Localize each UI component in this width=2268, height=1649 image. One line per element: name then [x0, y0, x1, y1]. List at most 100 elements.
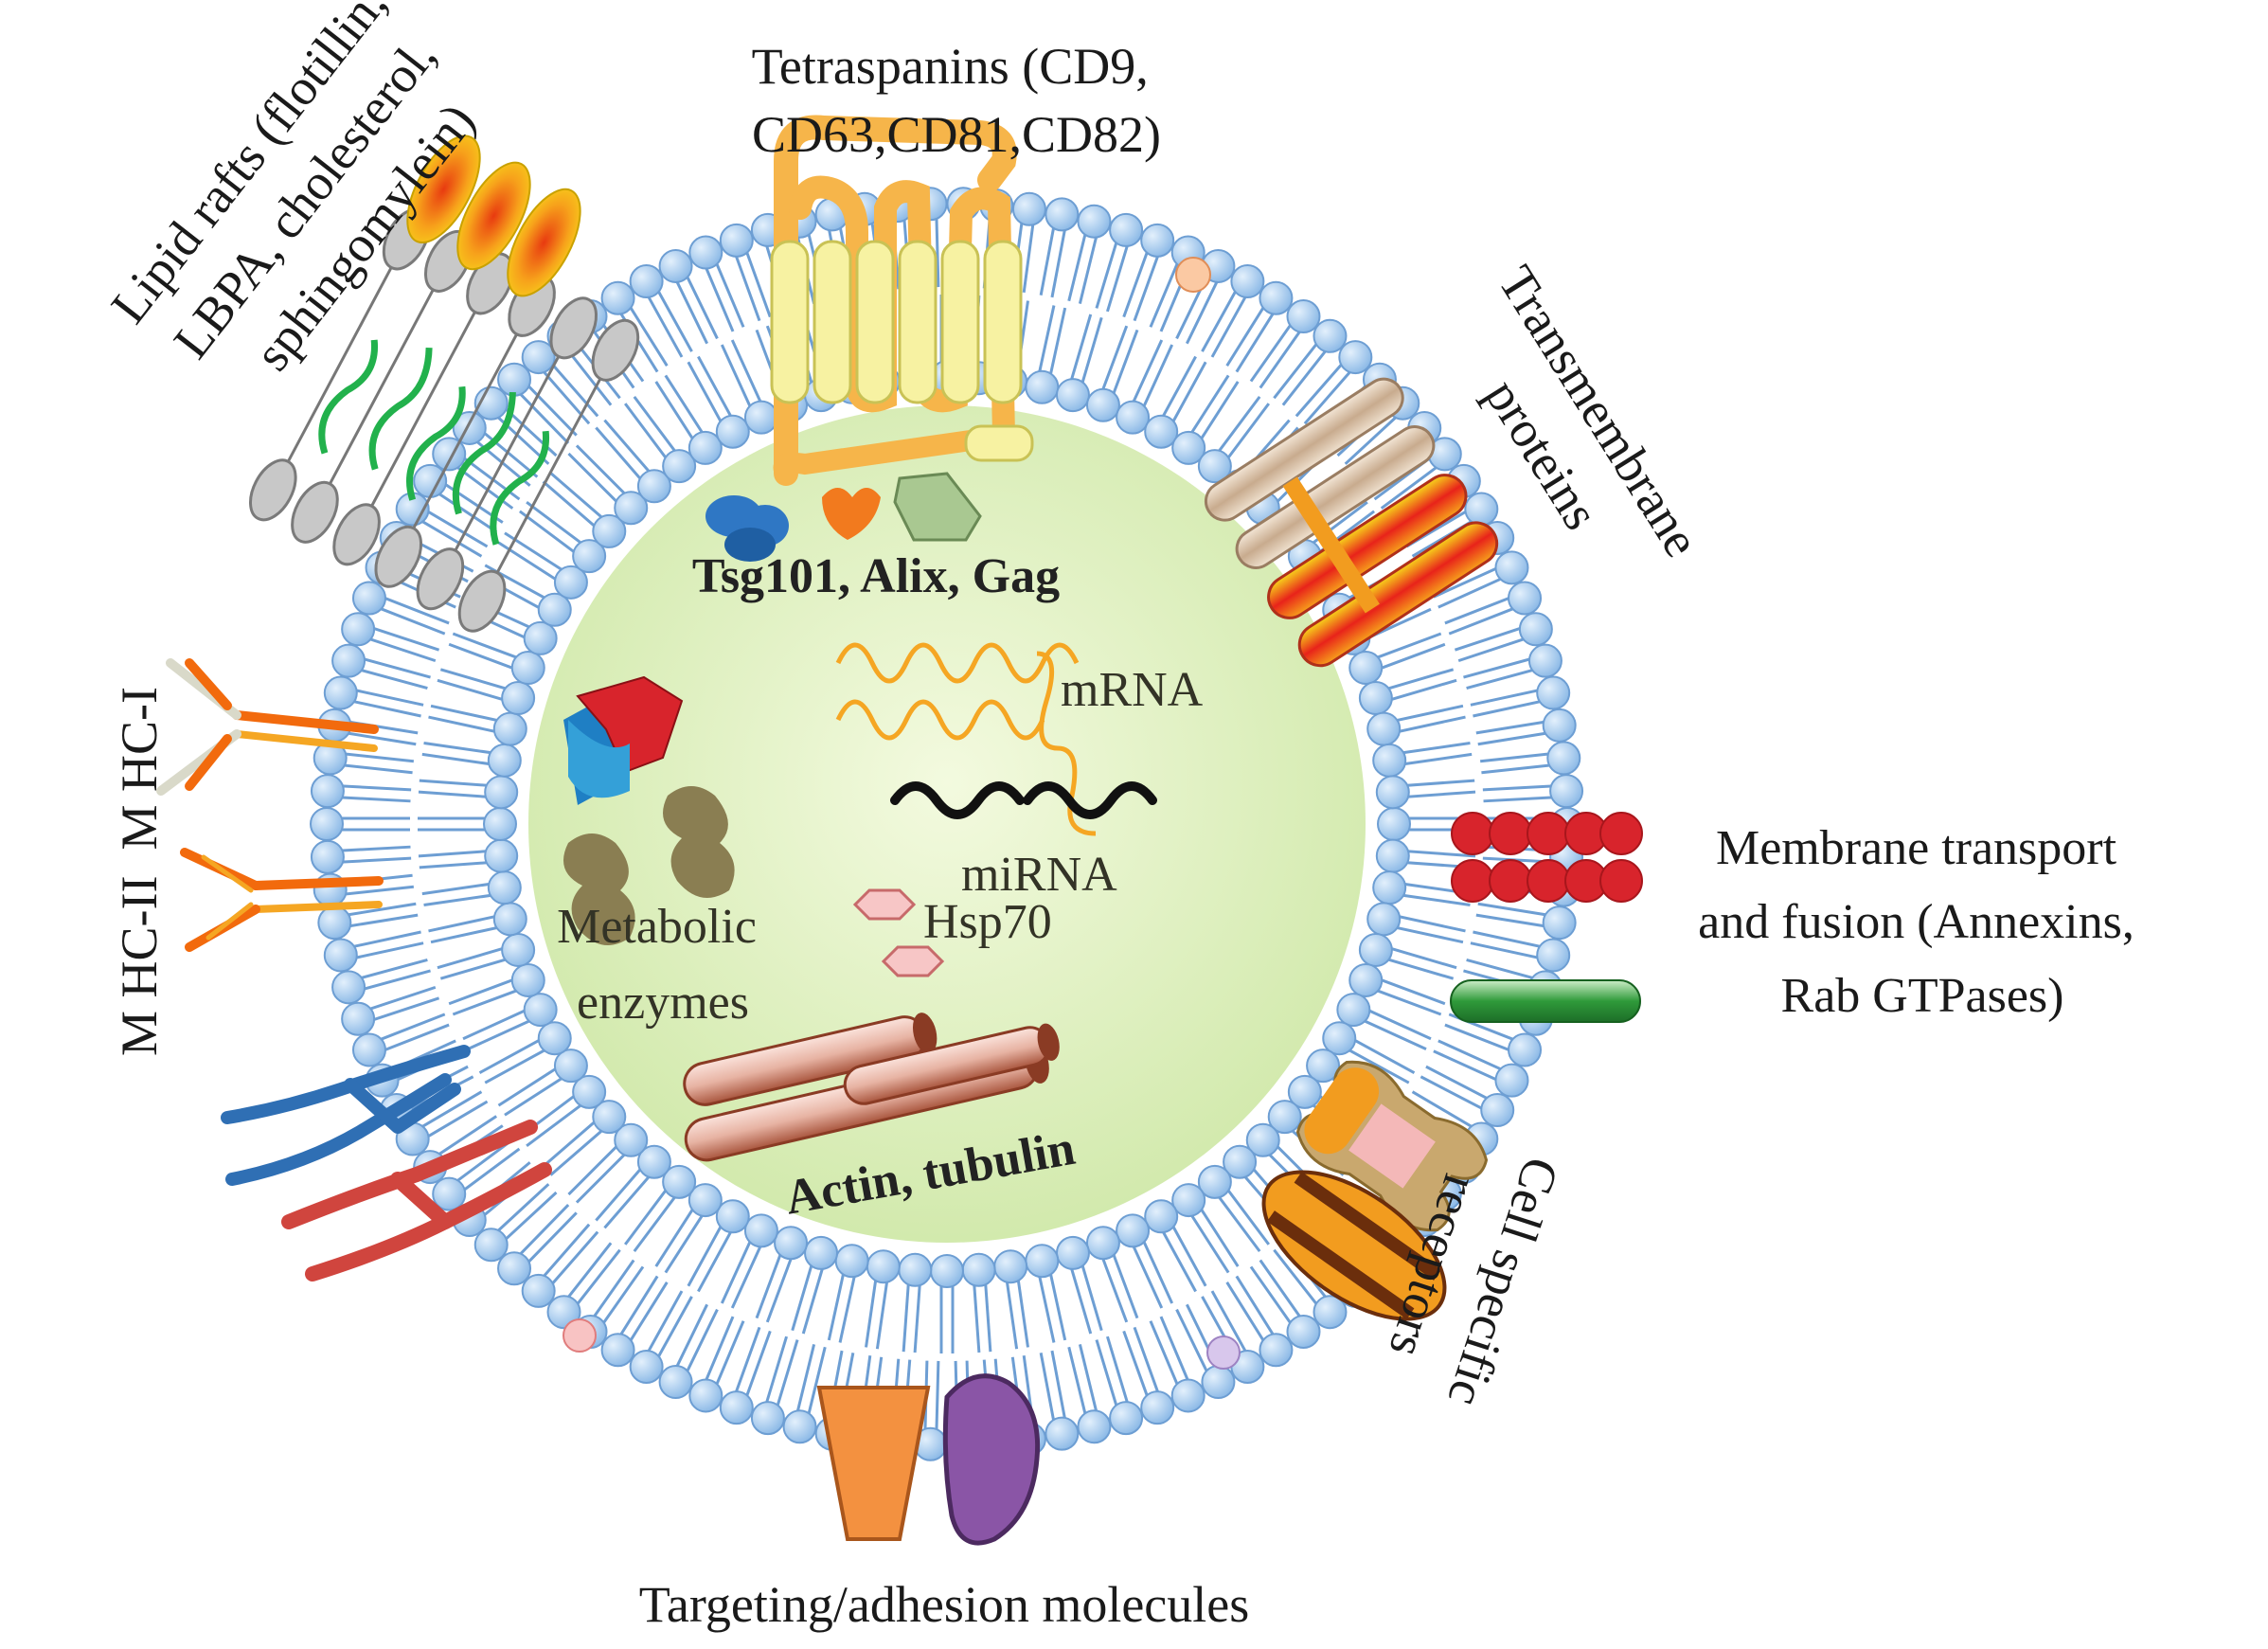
inner-lipid-head [961, 1252, 996, 1287]
outer-lipid-head [310, 807, 344, 841]
membrane-transport-label: Membrane transport and fusion (Annexins,… [1698, 821, 2147, 1023]
membrane-dot-pink [563, 1318, 597, 1353]
inner-lipid-head [510, 962, 545, 997]
outer-lipid-head [629, 1349, 664, 1384]
hsp70-protein [852, 888, 917, 921]
outer-lipid-head [1527, 643, 1563, 678]
inner-lipid-head [510, 651, 545, 686]
inner-lipid-head [1144, 1199, 1179, 1234]
targeting-molecule-orange [816, 1386, 931, 1541]
outer-lipid-head [1011, 191, 1046, 226]
inner-lipid-head [662, 449, 697, 484]
inner-lipid-head [523, 993, 558, 1028]
inner-lipid-head [1375, 838, 1410, 873]
inner-lipid-head [1025, 1244, 1060, 1279]
outer-lipid-head [1259, 280, 1294, 315]
inner-lipid-head [1348, 962, 1384, 997]
mirna-label: miRNA [961, 848, 1117, 902]
outer-lipid-head [600, 1333, 635, 1368]
outer-lipid-head [688, 1378, 723, 1413]
inner-lipid-head [636, 1144, 671, 1179]
inner-lipid-head [492, 711, 527, 746]
outer-lipid-head [1542, 708, 1577, 743]
outer-lipid-head [432, 1176, 467, 1211]
inner-lipid-head [1375, 775, 1410, 810]
outer-lipid-head [1546, 741, 1581, 776]
inner-lipid-head [1267, 1100, 1302, 1135]
outer-lipid-head [1508, 1032, 1543, 1067]
inner-lipid-head [1197, 449, 1232, 484]
inner-lipid-head [1377, 807, 1411, 841]
blue-ribbon-protein [221, 1045, 471, 1186]
tetraspanin-protein [770, 115, 1034, 486]
outer-lipid-head [331, 643, 366, 678]
inner-lipid-head [688, 1183, 723, 1218]
targeting-molecule-purple [942, 1373, 1041, 1546]
inner-lipid-head [1245, 1122, 1280, 1157]
inner-lipid-head [1322, 1021, 1357, 1056]
inner-lipid-head [501, 932, 536, 967]
annexin-beads [1451, 812, 1643, 903]
inner-lipid-head [1372, 870, 1407, 905]
inner-lipid-head [1116, 1213, 1151, 1248]
inner-lipid-head [1144, 414, 1179, 449]
outer-lipid-head [1201, 1365, 1236, 1400]
outer-lipid-head [521, 340, 556, 375]
inner-lipid-head [1372, 743, 1407, 778]
inner-lipid-head [501, 681, 536, 716]
outer-lipid-head [351, 1032, 386, 1067]
mhc-i-molecule [156, 658, 379, 796]
targeting-label: Targeting/adhesion molecules [639, 1576, 1250, 1633]
inner-lipid-head [743, 1213, 778, 1248]
metabolic-enzyme-brown [563, 786, 735, 945]
tsg101-protein [705, 495, 789, 562]
inner-lipid-head [688, 430, 723, 465]
inner-lipid-head [614, 1122, 649, 1157]
outer-lipid-head [323, 675, 358, 710]
outer-lipid-head [1494, 550, 1529, 585]
outer-lipid-head [688, 235, 723, 270]
inner-lipid-head [572, 1074, 607, 1109]
inner-lipid-head [553, 565, 588, 600]
inner-lipid-head [715, 414, 750, 449]
outer-lipid-head [1286, 1314, 1321, 1349]
inner-lipid-head [715, 1199, 750, 1234]
red-ribbon-protein [281, 1120, 552, 1282]
inner-lipid-head [1358, 681, 1393, 716]
inner-lipid-head [553, 1049, 588, 1084]
inner-lipid-head [662, 1164, 697, 1199]
outer-lipid-head [782, 1409, 817, 1444]
inner-lipid-head [537, 592, 572, 627]
outer-lipid-head [629, 264, 664, 299]
gag-protein [893, 472, 982, 542]
inner-lipid-head [804, 1235, 839, 1270]
mhc-ii-molecule [180, 848, 384, 952]
inner-lipid-head [592, 1100, 627, 1135]
inner-lipid-head [592, 513, 627, 548]
inner-lipid-head [898, 1252, 933, 1287]
inner-lipid-head [1197, 1164, 1232, 1199]
mrna-label: mRNA [1061, 663, 1204, 717]
mirna-strand [890, 781, 1157, 819]
inner-lipid-head [1366, 711, 1402, 746]
outer-lipid-head [1170, 1378, 1205, 1413]
transmembrane-protein [1204, 377, 1499, 668]
inner-lipid-head [1116, 400, 1151, 435]
inner-lipid-head [1171, 430, 1206, 465]
outer-lipid-head [658, 248, 693, 283]
inner-lipid-head [492, 902, 527, 937]
actin-tubulin-tubes [683, 1013, 1060, 1162]
outer-lipid-head [1480, 1093, 1515, 1128]
inner-lipid-head [930, 1254, 964, 1288]
outer-lipid-head [497, 362, 532, 397]
membrane-dot-orange [1175, 257, 1211, 293]
inner-lipid-head [614, 491, 649, 526]
inner-lipid-head [774, 1226, 809, 1261]
outer-lipid-head [1508, 581, 1543, 616]
outer-lipid-head [1518, 612, 1553, 647]
outer-lipid-head [1338, 340, 1373, 375]
inner-lipid-head [1025, 369, 1060, 404]
inner-lipid-head [993, 1249, 1028, 1284]
inner-lipid-head [1287, 1074, 1322, 1109]
inner-lipid-head [523, 620, 558, 655]
